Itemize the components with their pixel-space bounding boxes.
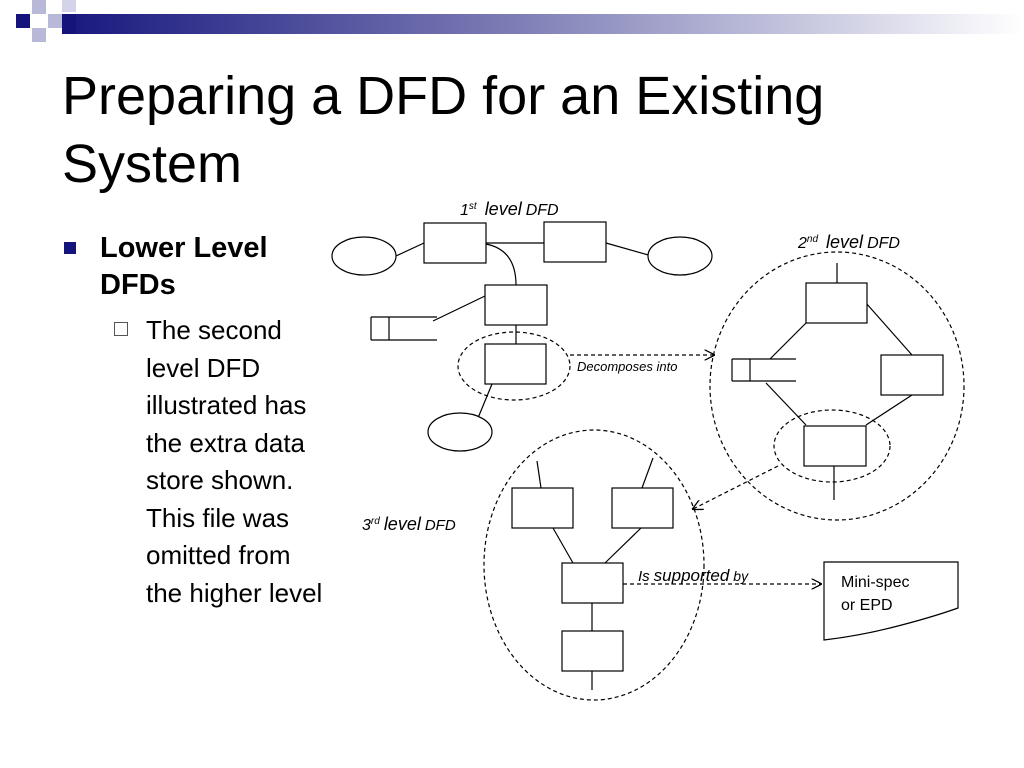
- data-flow: [477, 383, 493, 419]
- supported-by-label-by: by: [733, 568, 749, 584]
- decomposes-arrow: [693, 465, 779, 509]
- bullet-level1: Lower Level DFDs: [62, 230, 332, 304]
- bullet-level2: The second level DFD illustrated has the…: [62, 312, 332, 612]
- supported-by-label-is: Is: [638, 568, 650, 585]
- process-box: [484, 343, 547, 385]
- level3-label-dfd: DFD: [425, 517, 456, 534]
- level3-label-number: 3: [362, 517, 371, 534]
- process-box: [511, 487, 574, 529]
- header-square-light: [62, 0, 76, 12]
- level2-label-number: 2: [797, 235, 807, 252]
- level3-label-level: level: [384, 514, 422, 534]
- data-flow: [865, 394, 913, 426]
- level1-label-superscript: st: [469, 201, 478, 212]
- data-flow: [641, 457, 654, 489]
- level2-label-level: level: [826, 232, 864, 252]
- highlight-circle: [773, 409, 891, 483]
- process-box: [611, 487, 674, 529]
- bullet-level2-text: The second level DFD illustrated has the…: [146, 315, 323, 608]
- level3-label-superscript: rd: [371, 516, 380, 527]
- minispec-line1: Mini-spec: [841, 574, 909, 591]
- expansion-circle: [483, 429, 705, 701]
- process-box: [880, 354, 944, 396]
- header-decoration: [16, 0, 1024, 42]
- expansion-circle: [709, 251, 965, 521]
- level2-label-superscript: nd: [807, 234, 819, 245]
- square-bullet-icon: [64, 242, 76, 254]
- data-flow: [769, 322, 807, 360]
- supported-by-label-supported: supported: [654, 566, 730, 585]
- minispec-line2: or EPD: [841, 597, 893, 614]
- data-store: [731, 358, 796, 382]
- data-flow: [604, 527, 642, 564]
- header-square-navy: [16, 14, 30, 28]
- data-store: [370, 316, 437, 341]
- external-entity: [427, 412, 493, 452]
- decomposes-label: Decomposes into: [577, 359, 677, 374]
- minispec-document: [823, 561, 959, 641]
- data-flow: [865, 302, 913, 356]
- external-entity: [647, 236, 713, 276]
- header-gradient-bar: [74, 14, 1024, 34]
- bullet-level1-text: Lower Level DFDs: [100, 232, 268, 301]
- header-square-light: [32, 28, 46, 42]
- level1-label-dfd: DFD: [526, 202, 559, 219]
- process-box: [484, 284, 548, 326]
- data-flow: [765, 382, 807, 426]
- data-flow: [536, 460, 542, 489]
- highlight-circle: [457, 331, 571, 401]
- process-box: [561, 630, 624, 672]
- external-entity: [331, 236, 397, 276]
- hollow-square-bullet-icon: [114, 322, 128, 336]
- process-box: [561, 562, 624, 604]
- data-flow: [395, 242, 425, 257]
- bullet-list: Lower Level DFDs The second level DFD il…: [62, 230, 332, 612]
- slide-title: Preparing a DFD for an Existing System: [62, 66, 825, 194]
- level1-label-level: level: [485, 199, 523, 219]
- process-box: [803, 425, 867, 467]
- data-flow: [485, 243, 517, 286]
- data-flow: [552, 527, 574, 564]
- level2-label-dfd: DFD: [867, 235, 900, 252]
- process-box: [423, 222, 487, 264]
- header-square-light: [32, 0, 46, 14]
- data-flow: [432, 295, 486, 322]
- level1-label-number: 1: [460, 202, 469, 219]
- process-box: [543, 221, 607, 263]
- data-flow: [605, 242, 653, 257]
- process-box: [805, 282, 868, 324]
- header-square-light: [48, 14, 62, 28]
- header-square-navy: [62, 14, 76, 34]
